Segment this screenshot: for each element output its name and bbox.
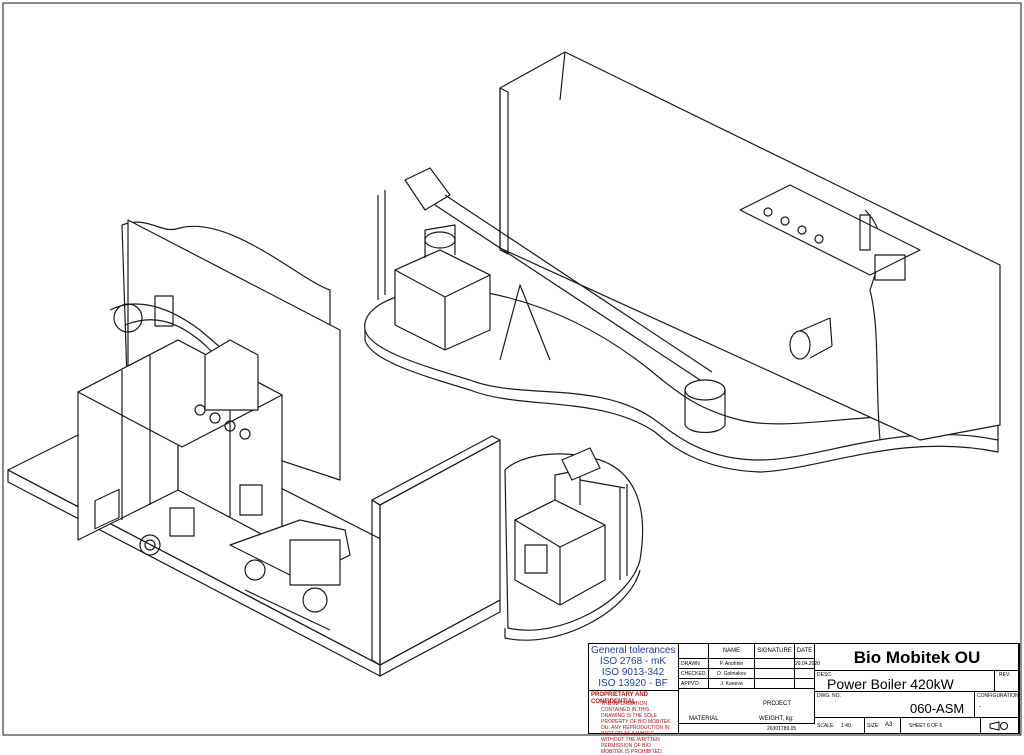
company-box: Bio Mobitek OU	[815, 644, 1019, 671]
tolerance-1: ISO 2768 - mK	[599, 656, 667, 667]
tolerances-title: General tolerances	[591, 645, 676, 656]
project-label: PROJECT	[762, 701, 791, 707]
row-role: CHECKED	[679, 669, 709, 679]
tolerance-2: ISO 9013-342	[601, 667, 665, 678]
dwg-no-label: DWG. NO.	[817, 693, 841, 699]
projection-symbol	[981, 718, 1019, 734]
isometric-drawing	[2, 2, 1022, 736]
sheet-number: SHEET 6 OF 6	[909, 723, 943, 729]
scale-value: 1:40	[841, 723, 851, 729]
header-signature: SIGNATURE	[755, 644, 795, 659]
weight-value: 26301789.05	[767, 726, 797, 732]
desc-label: DESC.	[817, 672, 833, 678]
row-name: O. Golmakov	[709, 669, 755, 679]
rev-label: REV.	[999, 672, 1011, 678]
proprietary-title: PROPRIETARY AND CONFIDENTIAL	[591, 692, 649, 705]
config-label: CONFIGURATION	[977, 693, 1019, 699]
proprietary-box: PROPRIETARY AND CONFIDENTIAL THE INFORMA…	[589, 691, 679, 755]
row-role: APPV'D	[679, 679, 709, 689]
sheet-border	[2, 2, 1022, 736]
proprietary-text: THE INFORMATION CONTAINED IN THIS DRAWIN…	[601, 701, 671, 755]
fuel-silo	[377, 167, 726, 434]
tolerance-3: ISO 13920 - BF	[598, 678, 668, 689]
size-label: SIZE:	[867, 723, 880, 729]
description: Power Boiler 420kW	[827, 676, 954, 692]
lower-silo	[504, 447, 644, 641]
title-block: General tolerances ISO 2768 - mK ISO 901…	[588, 643, 1020, 755]
size-value: A3	[885, 722, 893, 728]
weight-label: WEIGHT, kg:	[759, 716, 794, 722]
config-value: -	[979, 704, 981, 710]
row-name: J. Kaneva	[709, 679, 755, 689]
company-name: Bio Mobitek OU	[853, 648, 981, 667]
dwg-box: DWG. NO. 060-ASM	[815, 692, 975, 718]
right-room	[499, 51, 1001, 441]
row-date: 29.04.2020	[795, 659, 821, 669]
tolerances-box: General tolerances ISO 2768 - mK ISO 901…	[589, 644, 679, 691]
scale-label: SCALE:	[817, 723, 835, 729]
header-date: DATE	[795, 644, 815, 659]
header-name: NAME	[709, 644, 755, 659]
projection-icon	[989, 721, 1008, 731]
desc-box: DESC. Power Boiler 420kW	[815, 671, 995, 692]
boiler-unit	[77, 295, 351, 631]
row-role: DRAWN	[679, 659, 709, 669]
row-name: P. Anohhin	[709, 659, 755, 669]
dwg-no: 060-ASM	[910, 701, 965, 716]
material-label: MATERIAL	[689, 716, 719, 722]
